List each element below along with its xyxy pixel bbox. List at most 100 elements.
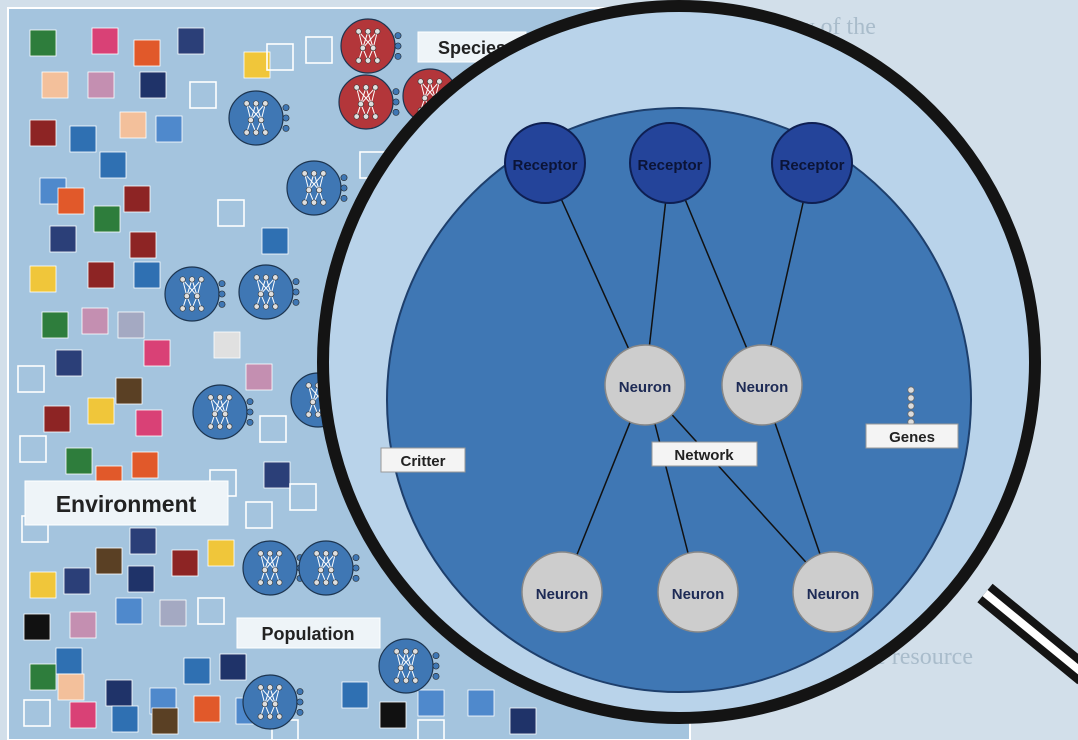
empty-resource-square xyxy=(417,719,445,740)
empty-resource-square xyxy=(245,501,273,529)
genes-label: Genes xyxy=(865,423,959,449)
resource-square xyxy=(29,265,57,293)
resource-square xyxy=(29,29,57,57)
receptor-node: Receptor xyxy=(771,122,853,204)
resource-square xyxy=(341,681,369,709)
resource-square xyxy=(119,111,147,139)
resource-squares xyxy=(17,27,537,740)
neuron-label: Neuron xyxy=(619,379,672,396)
resource-square xyxy=(155,115,183,143)
resource-square xyxy=(29,571,57,599)
resource-square xyxy=(95,547,123,575)
environment-label-text: Environment xyxy=(56,491,197,517)
resource-square xyxy=(49,225,77,253)
genes-label-text: Genes xyxy=(889,429,935,446)
neuron-label: Neuron xyxy=(672,586,725,603)
resource-square xyxy=(123,185,151,213)
species-critter xyxy=(338,74,400,130)
neuron-label: Neuron xyxy=(807,586,860,603)
population-critters xyxy=(164,90,440,730)
resource-square xyxy=(207,539,235,567)
resource-square xyxy=(69,611,97,639)
resource-square xyxy=(91,27,119,55)
resource-square xyxy=(115,597,143,625)
resource-square xyxy=(509,707,537,735)
resource-square xyxy=(171,549,199,577)
resource-square xyxy=(87,71,115,99)
empty-resource-square xyxy=(197,597,225,625)
population-critter xyxy=(298,540,360,596)
resource-square xyxy=(177,27,205,55)
empty-resource-square xyxy=(17,365,45,393)
species-critters xyxy=(338,18,464,130)
resource-square xyxy=(135,409,163,437)
receptor-label: Receptor xyxy=(512,157,577,174)
resource-square xyxy=(133,261,161,289)
species-critter xyxy=(340,18,402,74)
environment-label: Environment xyxy=(24,480,229,526)
resource-square xyxy=(151,707,179,735)
resource-square xyxy=(117,311,145,339)
receptor-label: Receptor xyxy=(637,157,702,174)
empty-resource-square xyxy=(305,36,333,64)
receptor-label: Receptor xyxy=(779,157,844,174)
population-label: Population xyxy=(236,617,381,649)
resource-square xyxy=(417,689,445,717)
resource-square xyxy=(87,397,115,425)
population-critter xyxy=(228,90,290,146)
population-critter xyxy=(286,160,348,216)
resource-square xyxy=(43,405,71,433)
resource-square xyxy=(243,51,271,79)
empty-resource-square xyxy=(259,415,287,443)
resource-square xyxy=(183,657,211,685)
resource-square xyxy=(69,125,97,153)
genes-chain-icon xyxy=(907,386,915,426)
resource-square xyxy=(105,679,133,707)
resource-square xyxy=(379,701,407,729)
resource-square xyxy=(159,599,187,627)
neuron-node: Neuron xyxy=(521,551,603,633)
resource-square xyxy=(245,363,273,391)
neuron-node: Neuron xyxy=(721,344,803,426)
empty-resource-square xyxy=(19,435,47,463)
resource-square xyxy=(23,613,51,641)
resource-square xyxy=(81,307,109,335)
network-label-text: Network xyxy=(674,447,734,464)
network-label: Network xyxy=(651,441,758,467)
resource-square xyxy=(41,71,69,99)
population-critter xyxy=(378,638,440,694)
resource-square xyxy=(65,447,93,475)
empty-resource-square xyxy=(189,81,217,109)
population-critter xyxy=(242,674,304,730)
resource-square xyxy=(261,227,289,255)
empty-resource-square xyxy=(217,199,245,227)
resource-square xyxy=(55,647,83,675)
resource-square xyxy=(93,205,121,233)
resource-square xyxy=(57,673,85,701)
resource-square xyxy=(29,119,57,147)
resource-square xyxy=(87,261,115,289)
neuron-label: Neuron xyxy=(736,379,789,396)
critter-label-text: Critter xyxy=(400,453,445,470)
resource-square xyxy=(219,653,247,681)
resource-square xyxy=(129,527,157,555)
receptor-node: Receptor xyxy=(504,122,586,204)
magnifier-handle xyxy=(977,583,1078,685)
receptor-node: Receptor xyxy=(629,122,711,204)
resource-square xyxy=(131,451,159,479)
population-label-text: Population xyxy=(262,624,355,644)
neuron-label: Neuron xyxy=(536,586,589,603)
neuron-node: Neuron xyxy=(657,551,739,633)
resource-square xyxy=(467,689,495,717)
resource-square xyxy=(111,705,139,733)
resource-square xyxy=(69,701,97,729)
resource-square xyxy=(115,377,143,405)
empty-resource-square xyxy=(266,43,294,71)
population-critter xyxy=(192,384,254,440)
species-label-text: Species xyxy=(438,38,506,58)
resource-square xyxy=(193,695,221,723)
population-critter xyxy=(164,266,226,322)
empty-resource-square xyxy=(23,699,51,727)
neuron-node: Neuron xyxy=(792,551,874,633)
